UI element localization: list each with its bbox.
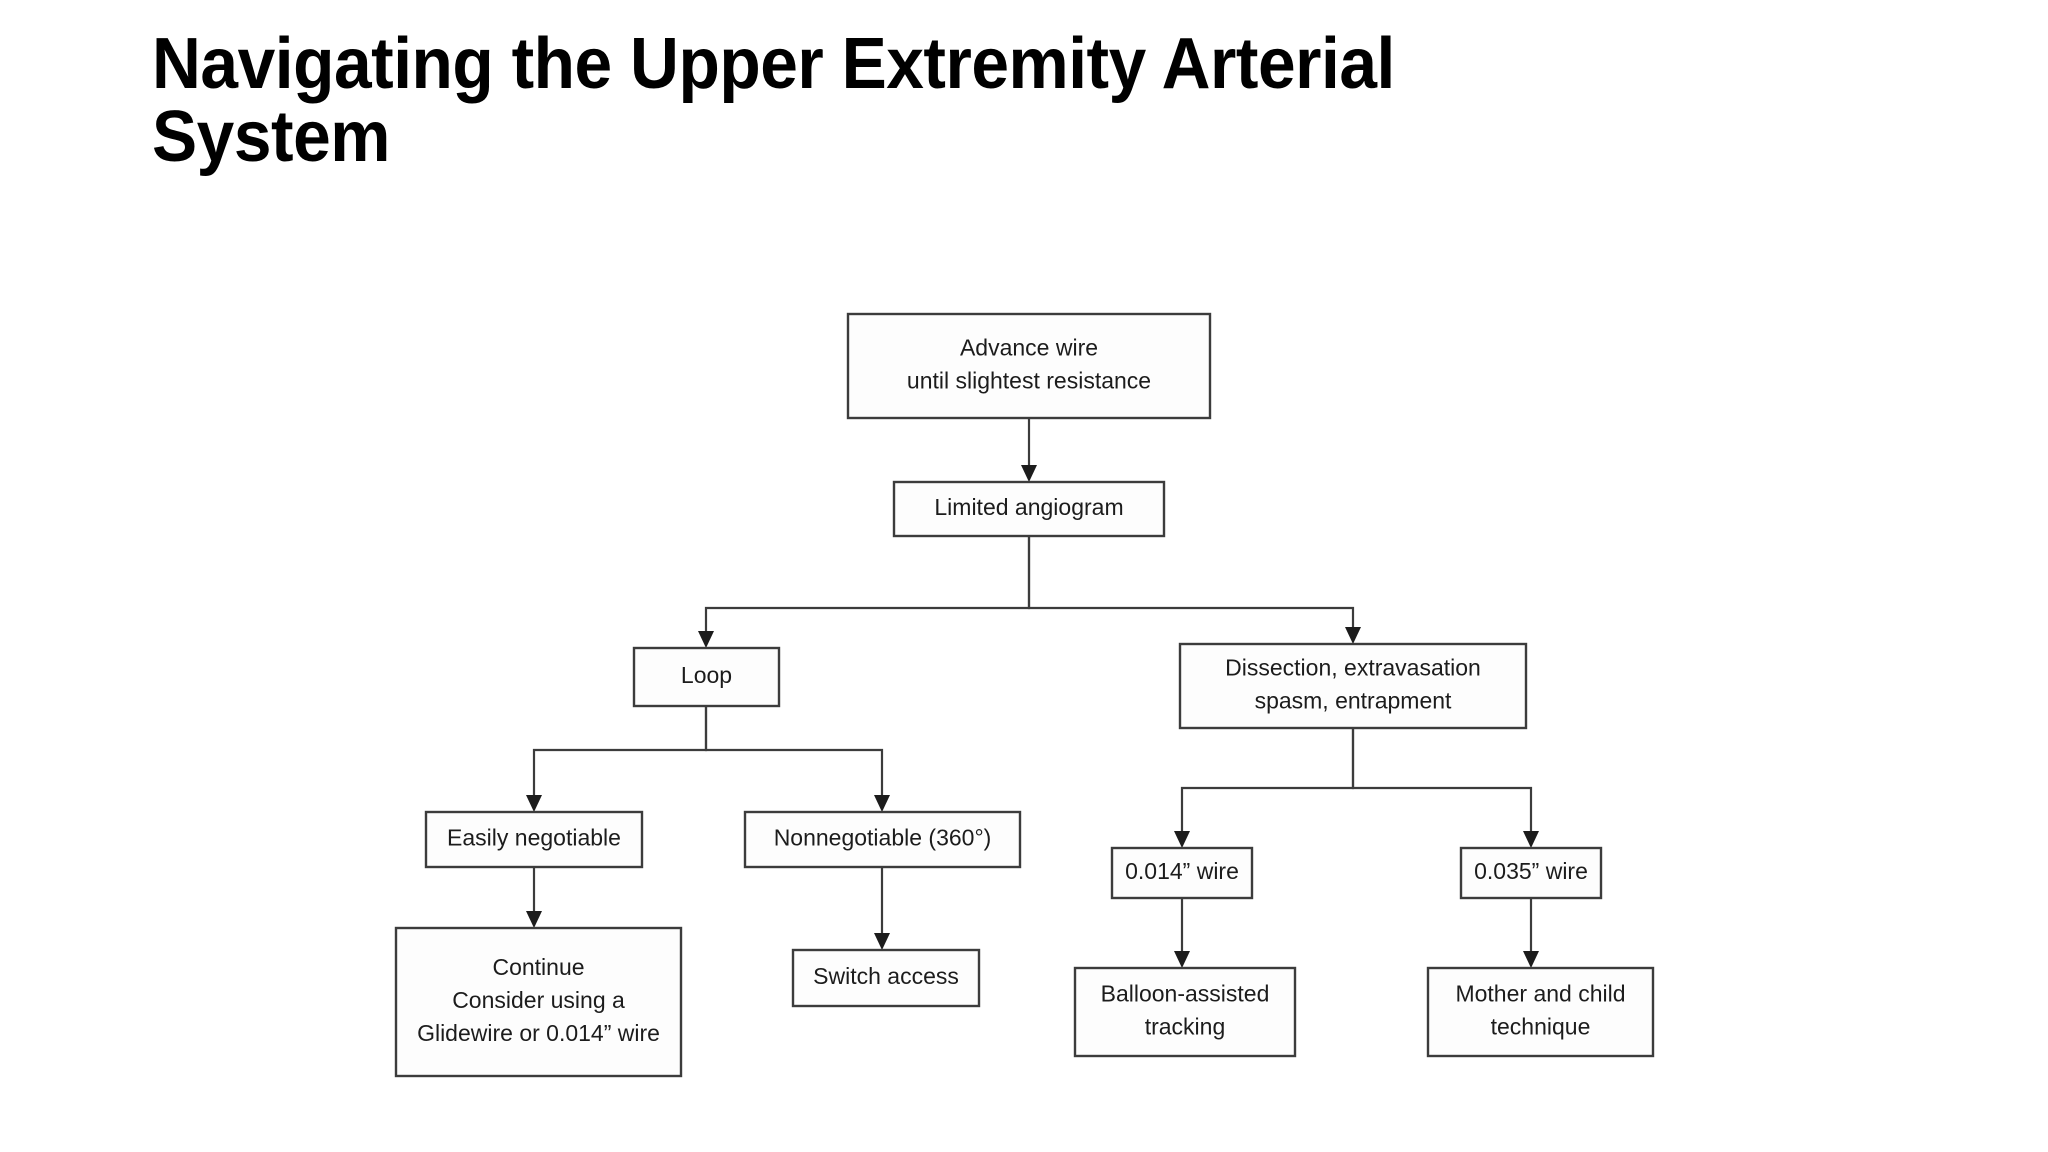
arrowhead-angiogram-to-dissection — [1345, 627, 1361, 644]
flow-node-dissection-extravasation: Dissection, extravasation spasm, entrapme… — [1178, 642, 1528, 730]
flow-node-nonnegotiable-360: Nonnegotiable (360°) — [743, 810, 1022, 869]
flow-node-label-mother-and-child-technique-line-1: technique — [1491, 1014, 1591, 1040]
flow-node-box-balloon-assisted-tracking — [1073, 966, 1297, 1058]
flow-node-label-switch-access-line-0: Switch access — [813, 963, 959, 989]
flow-node-box-nonnegotiable-360 — [743, 810, 1022, 869]
flow-node-switch-access: Switch access — [791, 948, 981, 1008]
flow-node-loop: Loop — [632, 646, 781, 708]
arrowhead-angiogram-to-loop — [698, 631, 714, 648]
connector-loop-to-nonnegotiable — [704, 706, 884, 804]
flow-node-label-wire-0014-line-0: 0.014” wire — [1125, 858, 1239, 884]
flow-node-limited-angiogram: Limited angiogram — [892, 480, 1166, 538]
flow-node-mother-and-child-technique: Mother and child technique — [1426, 966, 1655, 1058]
flow-node-label-continue-glidewire-line-2: Glidewire or 0.014” wire — [417, 1020, 660, 1046]
flow-node-label-loop-line-0: Loop — [681, 662, 732, 688]
flow-node-box-wire-0035 — [1459, 846, 1603, 900]
flow-node-label-easily-negotiable-line-0: Easily negotiable — [447, 825, 621, 851]
arrowhead-advance-to-angiogram — [1021, 465, 1037, 482]
connector-angiogram-to-dissection — [1027, 536, 1355, 636]
arrowhead-easily-to-continue — [526, 911, 542, 928]
arrowhead-dissection-to-wire-0014 — [1174, 831, 1190, 848]
flow-node-wire-0035: 0.035” wire — [1459, 846, 1603, 900]
flowchart-edges — [526, 418, 1539, 968]
flow-node-label-continue-glidewire-line-1: Consider using a — [452, 987, 625, 1013]
flow-node-box-wire-0014 — [1110, 846, 1254, 900]
flow-node-wire-0014: 0.014” wire — [1110, 846, 1254, 900]
connector-angiogram-to-loop — [704, 536, 1031, 640]
flow-node-label-mother-and-child-technique-line-0: Mother and child — [1455, 981, 1625, 1007]
flow-node-balloon-assisted-tracking: Balloon-assisted tracking — [1073, 966, 1297, 1058]
flow-node-label-nonnegotiable-360-line-0: Nonnegotiable (360°) — [774, 825, 992, 851]
flow-node-label-balloon-assisted-tracking-line-0: Balloon-assisted — [1101, 981, 1270, 1007]
flow-node-box-dissection-extravasation — [1178, 642, 1528, 730]
connector-dissection-to-wire-0014 — [1180, 728, 1355, 840]
flow-node-label-limited-angiogram-line-0: Limited angiogram — [934, 494, 1123, 520]
connector-loop-to-easily-negotiable — [532, 706, 708, 804]
flow-node-box-easily-negotiable — [424, 810, 644, 869]
arrowhead-loop-to-nonnegotiable — [874, 795, 890, 812]
arrowhead-wire0035-to-mother — [1523, 951, 1539, 968]
flow-node-label-dissection-extravasation-line-0: Dissection, extravasation — [1225, 655, 1481, 681]
flow-node-box-continue-glidewire — [394, 926, 683, 1078]
flow-node-box-advance-wire — [846, 312, 1212, 420]
flow-node-easily-negotiable: Easily negotiable — [424, 810, 644, 869]
flow-node-box-loop — [632, 646, 781, 708]
arrowhead-nonnegotiable-to-switch — [874, 933, 890, 950]
flow-node-advance-wire: Advance wire until slightest resistance — [846, 312, 1212, 420]
flow-node-label-continue-glidewire-line-0: Continue — [492, 954, 584, 980]
arrowhead-dissection-to-wire-0035 — [1523, 831, 1539, 848]
flow-node-box-switch-access — [791, 948, 981, 1008]
flow-node-box-mother-and-child-technique — [1426, 966, 1655, 1058]
flow-node-label-advance-wire-line-1: until slightest resistance — [907, 368, 1151, 394]
flow-node-label-wire-0035-line-0: 0.035” wire — [1474, 858, 1588, 884]
flow-node-label-balloon-assisted-tracking-line-1: tracking — [1145, 1014, 1226, 1040]
flow-node-label-dissection-extravasation-line-1: spasm, entrapment — [1255, 688, 1452, 714]
page-title: Navigating the Upper Extremity Arterial … — [152, 24, 1395, 178]
arrowhead-wire0014-to-balloon — [1174, 951, 1190, 968]
connector-dissection-to-wire-0035 — [1351, 728, 1533, 840]
flow-node-label-advance-wire-line-0: Advance wire — [960, 335, 1098, 361]
flow-node-box-limited-angiogram — [892, 480, 1166, 538]
arrowhead-loop-to-easily-negotiable — [526, 795, 542, 812]
flowchart-nodes: Advance wire until slightest resistanceLi… — [394, 312, 1655, 1078]
